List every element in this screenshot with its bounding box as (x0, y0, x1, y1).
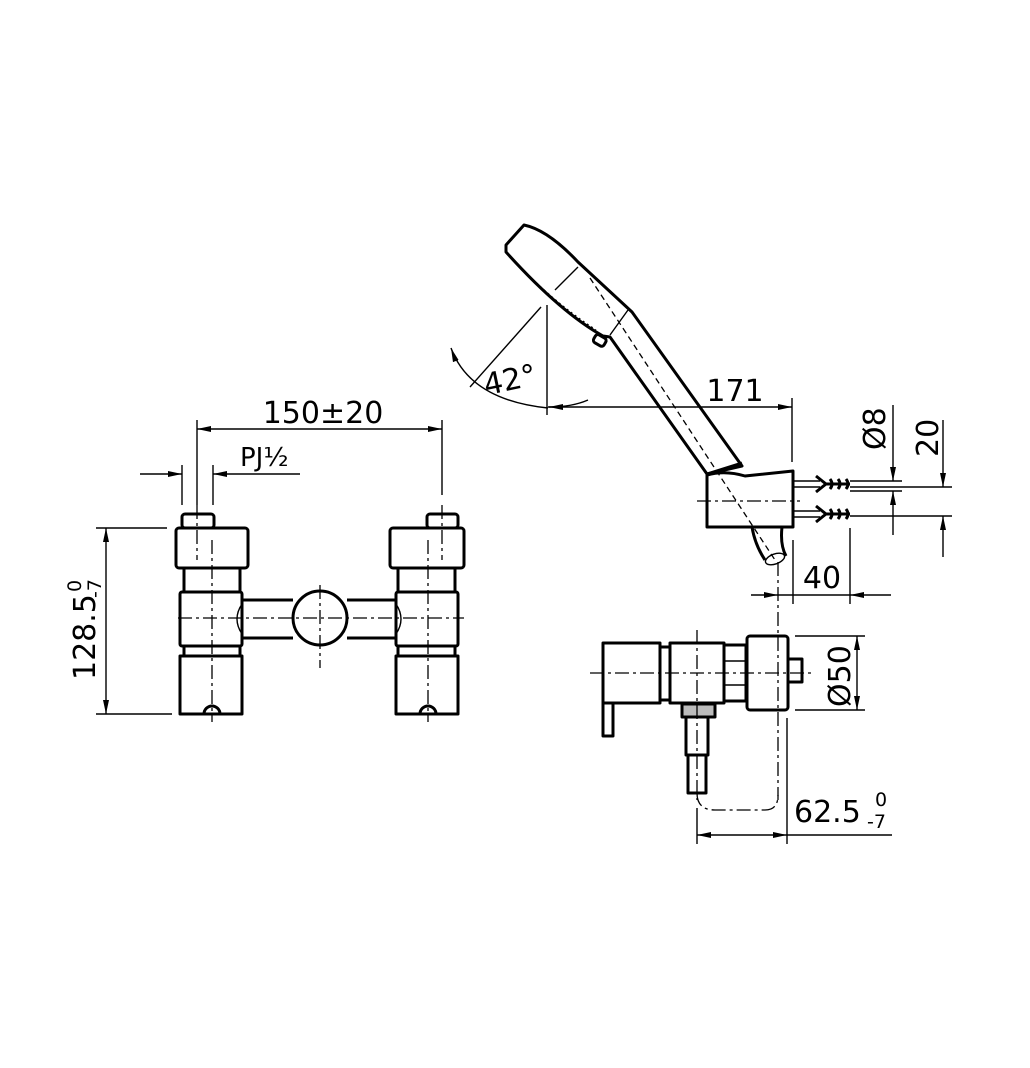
dimension-171: 171 (548, 374, 793, 462)
mixer-side-view (590, 630, 812, 811)
dimension-d8: Ø8 (850, 405, 902, 535)
spray-button (591, 333, 608, 348)
dimension-d50: Ø50 (795, 635, 865, 711)
dimension-62-5: 62.5 0 -7 (696, 718, 892, 844)
front-view-mixer: 150±20 PJ½ 128.5 0 -7 (64, 396, 466, 722)
reach-dim-label: 171 (706, 374, 763, 409)
dimension-20: 20 (850, 419, 952, 557)
knurled-nut (680, 702, 717, 719)
hand-shower (504, 223, 776, 561)
screw-spacing-label: 20 (911, 419, 946, 457)
projection-dim-label: 62.5 (794, 795, 861, 830)
height-dim-label: 128.5 (68, 594, 103, 680)
dimension-pj: PJ½ (140, 443, 300, 505)
wall-screws (793, 474, 850, 524)
dimension-150: 150±20 (196, 396, 443, 505)
dimension-42-angle: 42° (450, 305, 589, 415)
body-dia-label: Ø50 (823, 645, 858, 707)
screw-dia-label: Ø8 (858, 407, 893, 450)
width-dim-label: 150±20 (263, 396, 384, 431)
centerlines (178, 505, 464, 722)
side-view-shower: 42° 171 Ø8 20 40 (450, 223, 952, 844)
projection-tol-upper: 0 (875, 789, 887, 811)
projection-tol-lower: -7 (867, 811, 886, 833)
right-valve (388, 512, 466, 716)
dimension-40: 40 (751, 528, 891, 604)
thread-label: PJ½ (240, 443, 289, 473)
dimension-128: 128.5 0 -7 (64, 527, 172, 715)
shower-holder (697, 469, 850, 566)
height-tol-lower: -7 (84, 579, 106, 598)
height-tol-upper: 0 (64, 580, 86, 592)
holder-depth-label: 40 (803, 561, 841, 596)
